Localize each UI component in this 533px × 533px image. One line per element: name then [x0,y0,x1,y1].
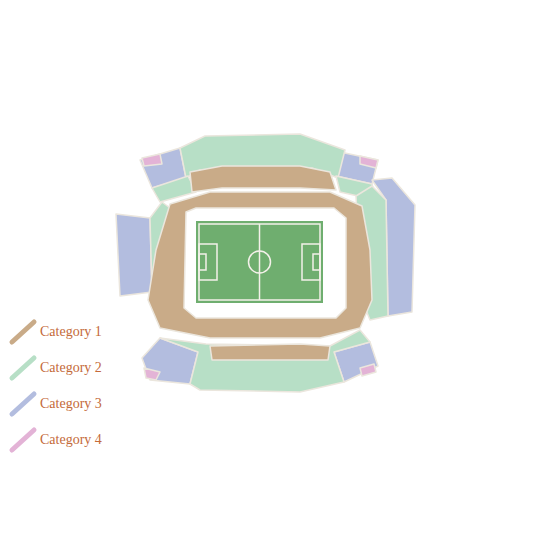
legend-label: Category 1 [40,324,102,340]
stand-block [210,344,330,360]
stand-block [360,364,376,376]
stand-block [360,156,378,168]
stand-block [142,154,162,166]
stand-block [148,192,372,338]
legend-swatch [12,430,34,450]
legend-label: Category 3 [40,396,102,412]
legend-swatch [12,358,34,378]
legend-swatch [12,394,34,414]
legend-swatch [12,322,34,342]
stand-block [190,166,336,192]
legend-label: Category 4 [40,432,102,448]
stand-block [160,330,370,392]
stand-block [144,368,160,380]
pitch [196,221,323,303]
legend-label: Category 2 [40,360,102,376]
stand-block [116,214,152,296]
